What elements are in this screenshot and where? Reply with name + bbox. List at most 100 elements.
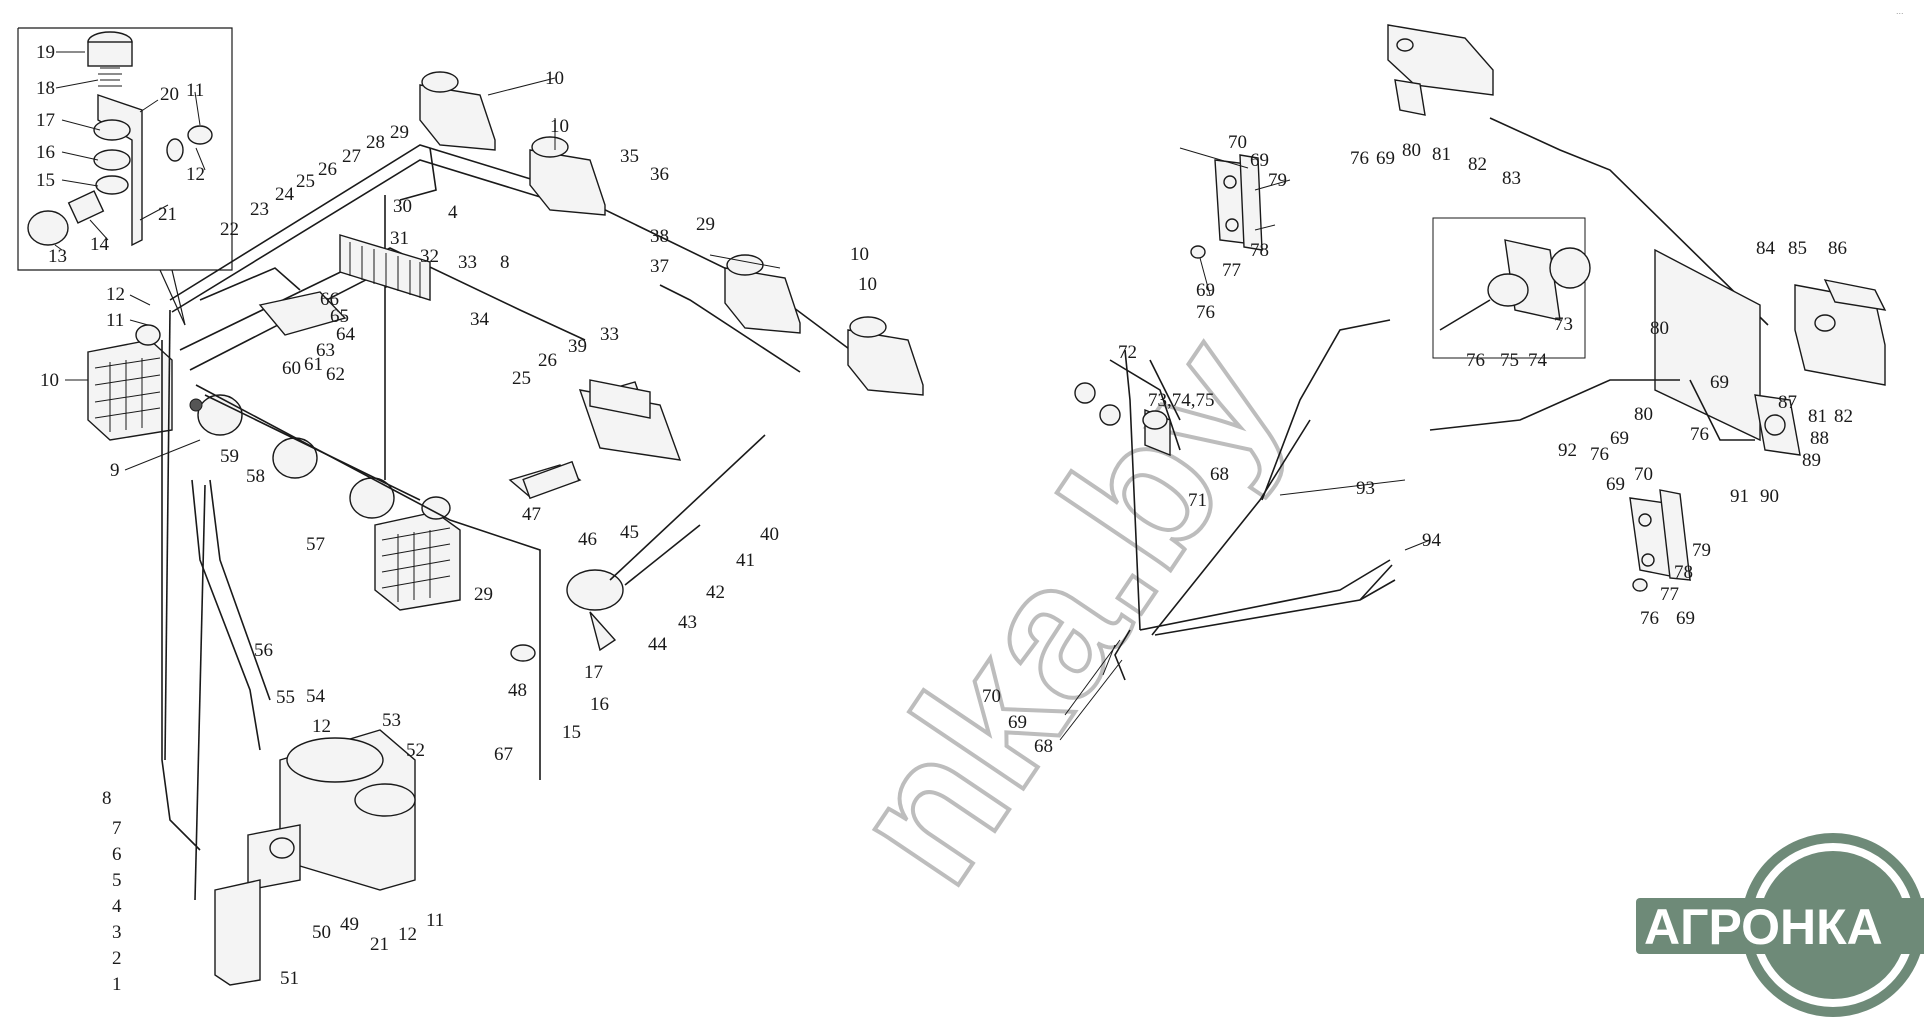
front-lamp-center (374, 496, 461, 611)
svg-text:10: 10 (40, 370, 59, 391)
svg-text:16: 16 (590, 694, 609, 715)
part-numbers: 19 18 17 16 15 20 11 12 21 14 13 12 11 1… (36, 42, 1853, 995)
svg-text:19: 19 (36, 42, 55, 63)
svg-text:51: 51 (280, 968, 299, 989)
svg-text:67: 67 (494, 744, 513, 765)
svg-text:50: 50 (312, 922, 331, 943)
svg-text:47: 47 (522, 504, 541, 525)
svg-text:69: 69 (1008, 712, 1027, 733)
svg-text:11: 11 (106, 310, 124, 331)
svg-text:48: 48 (508, 680, 527, 701)
svg-text:54: 54 (306, 686, 326, 707)
svg-text:69: 69 (1710, 372, 1729, 393)
svg-text:76: 76 (1466, 350, 1485, 371)
svg-text:8: 8 (500, 252, 510, 273)
svg-text:82: 82 (1834, 406, 1853, 427)
svg-text:69: 69 (1676, 608, 1695, 629)
svg-text:68: 68 (1034, 736, 1053, 757)
svg-text:91: 91 (1730, 486, 1749, 507)
svg-text:82: 82 (1468, 154, 1487, 175)
svg-text:21: 21 (370, 934, 389, 955)
svg-text:65: 65 (330, 306, 349, 327)
svg-text:12: 12 (106, 284, 125, 305)
svg-text:76: 76 (1690, 424, 1709, 445)
svg-text:73,74,75: 73,74,75 (1148, 390, 1215, 411)
svg-text:29: 29 (390, 122, 409, 143)
svg-text:81: 81 (1808, 406, 1827, 427)
svg-text:14: 14 (90, 234, 110, 255)
svg-text:4: 4 (448, 202, 458, 223)
svg-text:10: 10 (545, 68, 564, 89)
svg-text:6: 6 (112, 844, 122, 865)
svg-text:20: 20 (160, 84, 179, 105)
svg-text:25: 25 (512, 368, 531, 389)
svg-text:69: 69 (1376, 148, 1395, 169)
svg-text:5: 5 (112, 870, 122, 891)
svg-text:64: 64 (336, 324, 356, 345)
main-harness (1074, 319, 1396, 681)
svg-text:76: 76 (1640, 608, 1659, 629)
svg-text:24: 24 (275, 184, 295, 205)
socket-inset (1432, 217, 1591, 359)
svg-text:12: 12 (312, 716, 331, 737)
svg-text:77: 77 (1222, 260, 1241, 281)
svg-text:44: 44 (648, 634, 668, 655)
svg-text:36: 36 (650, 164, 669, 185)
rear-panel-right (1429, 248, 1887, 592)
svg-text:15: 15 (36, 170, 55, 191)
svg-text:34: 34 (470, 309, 490, 330)
svg-text:80: 80 (1402, 140, 1421, 161)
svg-text:4: 4 (112, 896, 122, 917)
svg-text:73: 73 (1554, 314, 1573, 335)
svg-text:46: 46 (578, 529, 597, 550)
svg-text:33: 33 (458, 252, 477, 273)
work-lamps-top (419, 71, 924, 396)
svg-text:21: 21 (158, 204, 177, 225)
svg-text:79: 79 (1268, 170, 1287, 191)
svg-text:29: 29 (696, 214, 715, 235)
rear-lamp-top (1387, 24, 1769, 326)
svg-text:92: 92 (1558, 440, 1577, 461)
svg-text:1: 1 (112, 974, 122, 995)
cab-frame-wiring (161, 144, 881, 851)
svg-text:93: 93 (1356, 478, 1375, 499)
svg-text:43: 43 (678, 612, 697, 633)
svg-text:17: 17 (36, 110, 55, 131)
agronka-logo: АГРОНКА (1636, 833, 1924, 1017)
svg-text:13: 13 (48, 246, 67, 267)
svg-text:31: 31 (390, 228, 409, 249)
svg-text:56: 56 (254, 640, 273, 661)
svg-text:15: 15 (562, 722, 581, 743)
svg-text:72: 72 (1118, 342, 1137, 363)
svg-text:76: 76 (1196, 302, 1215, 323)
svg-text:70: 70 (982, 686, 1001, 707)
svg-text:59: 59 (220, 446, 239, 467)
svg-text:9: 9 (110, 460, 120, 481)
svg-text:25: 25 (296, 171, 315, 192)
svg-text:29: 29 (474, 584, 493, 605)
svg-text:78: 78 (1250, 240, 1269, 261)
corner-mark: ... (1896, 6, 1904, 16)
svg-text:26: 26 (538, 350, 557, 371)
svg-text:39: 39 (568, 336, 587, 357)
svg-text:88: 88 (1810, 428, 1829, 449)
svg-text:69: 69 (1606, 474, 1625, 495)
svg-text:35: 35 (620, 146, 639, 167)
svg-text:84: 84 (1756, 238, 1776, 259)
svg-text:90: 90 (1760, 486, 1779, 507)
svg-text:81: 81 (1432, 144, 1451, 165)
svg-text:87: 87 (1778, 392, 1797, 413)
svg-text:30: 30 (393, 196, 412, 217)
svg-text:28: 28 (366, 132, 385, 153)
svg-text:70: 70 (1228, 132, 1247, 153)
svg-text:89: 89 (1802, 450, 1821, 471)
svg-text:3: 3 (112, 922, 122, 943)
svg-text:33: 33 (600, 324, 619, 345)
svg-text:12: 12 (186, 164, 205, 185)
reflector-plates-left (1190, 154, 1263, 259)
svg-text:55: 55 (276, 687, 295, 708)
svg-text:53: 53 (382, 710, 401, 731)
svg-text:49: 49 (340, 914, 359, 935)
svg-text:42: 42 (706, 582, 725, 603)
